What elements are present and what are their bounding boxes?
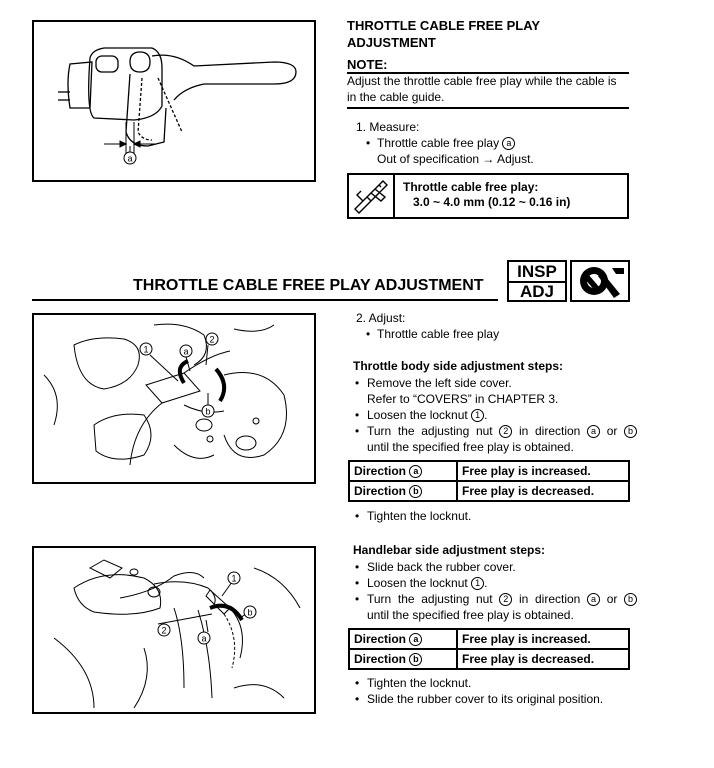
bullet: • — [366, 327, 371, 341]
bullet: • — [355, 592, 360, 606]
callout-label: a — [127, 154, 132, 164]
hb-step2: Loosen the locknut 1. — [367, 576, 488, 590]
section-title-line2: ADJUSTMENT — [347, 35, 436, 50]
table-row: Direction a Free play is increased. — [348, 628, 630, 650]
tb-step1-line2: Refer to “COVERS” in CHAPTER 3. — [367, 392, 559, 406]
measure-item: Throttle cable free play a — [377, 135, 516, 151]
note-rule-top — [347, 72, 629, 74]
callout-circle — [123, 151, 137, 165]
throttle-body-drawing: 1 2 a b — [43, 323, 287, 466]
callout-a: a — [183, 347, 188, 357]
badge-adj: ADJ — [519, 282, 554, 301]
table-row: Direction b Free play is decreased. — [348, 480, 630, 502]
bullet: • — [355, 424, 360, 438]
bullet: • — [355, 509, 360, 523]
tb-step3-line1: Turn the adjusting nut 2 in direction a … — [367, 423, 638, 439]
header-rule — [32, 299, 498, 301]
bullet: • — [355, 692, 360, 706]
bullet: • — [355, 576, 360, 590]
throttle-body-figure: 1 2 a b — [32, 313, 316, 484]
note-line2: in the cable guide. — [347, 90, 445, 104]
tb-step3-line2: until the specified free play is obtaine… — [367, 440, 574, 454]
bullet: • — [366, 136, 371, 150]
tb-tighten: Tighten the locknut. — [367, 509, 472, 523]
hb-step3-line1: Turn the adjusting nut 2 in direction a … — [367, 591, 638, 607]
handlebar-direction-table: Direction a Free play is increased. Dire… — [348, 628, 630, 670]
callout-1: 1 — [471, 409, 485, 422]
caliper-icon — [349, 175, 395, 217]
note-rule-bottom — [347, 107, 629, 109]
table-row: Direction a Free play is increased. — [348, 460, 630, 482]
callout-1: 1 — [143, 345, 148, 355]
bullet: • — [355, 560, 360, 574]
bullet: • — [355, 408, 360, 422]
page-header-title: THROTTLE CABLE FREE PLAY ADJUSTMENT — [133, 277, 484, 294]
hb-slide: Slide the rubber cover to its original p… — [367, 692, 604, 706]
callout-1: 1 — [471, 577, 485, 590]
spec-box: Throttle cable free play: 3.0 ~ 4.0 mm (… — [347, 173, 629, 219]
handlebar-drawing: 1 2 a b — [53, 559, 301, 709]
hb-step3-line2: until the specified free play is obtaine… — [367, 608, 574, 622]
wrench-icon — [570, 260, 630, 302]
handlebar-figure: 1 2 a b — [32, 546, 316, 714]
throttle-body-direction-table: Direction a Free play is increased. Dire… — [348, 460, 630, 502]
spec-label: Throttle cable free play: — [403, 180, 539, 194]
note-line1: Adjust the throttle cable free play whil… — [347, 74, 617, 88]
spec-value: 3.0 ~ 4.0 mm (0.12 ~ 0.16 in) — [413, 195, 571, 209]
tb-step1-line1: Remove the left side cover. — [367, 376, 512, 390]
callout-2: 2 — [161, 626, 166, 636]
insp-adj-badge: INSP ADJ — [507, 260, 567, 302]
lever-figure: a — [32, 20, 316, 182]
adjust-item: Throttle cable free play — [377, 327, 500, 341]
callout-a: a — [201, 634, 206, 644]
out-of-spec: Out of specification → Adjust. — [377, 152, 534, 166]
hb-step1: Slide back the rubber cover. — [367, 560, 516, 574]
step-measure: 1. Measure: — [356, 120, 420, 134]
bullet: • — [355, 376, 360, 390]
hb-tighten: Tighten the locknut. — [367, 676, 472, 690]
handlebar-heading: Handlebar side adjustment steps: — [353, 543, 546, 557]
section-title-line1: THROTTLE CABLE FREE PLAY — [347, 18, 541, 33]
callout-b: b — [205, 407, 210, 417]
badge-insp: INSP — [509, 262, 565, 283]
throttle-lever-drawing: a — [58, 47, 297, 165]
callout-2: 2 — [209, 335, 214, 345]
callout-b: b — [247, 608, 252, 618]
callout-a: a — [502, 137, 516, 150]
throttle-body-heading: Throttle body side adjustment steps: — [353, 359, 564, 373]
bullet: • — [355, 676, 360, 690]
callout-1: 1 — [231, 574, 236, 584]
table-row: Direction b Free play is decreased. — [348, 648, 630, 670]
note-label: NOTE: — [347, 57, 388, 72]
step-adjust: 2. Adjust: — [356, 311, 406, 325]
tb-step2: Loosen the locknut 1. — [367, 408, 488, 422]
